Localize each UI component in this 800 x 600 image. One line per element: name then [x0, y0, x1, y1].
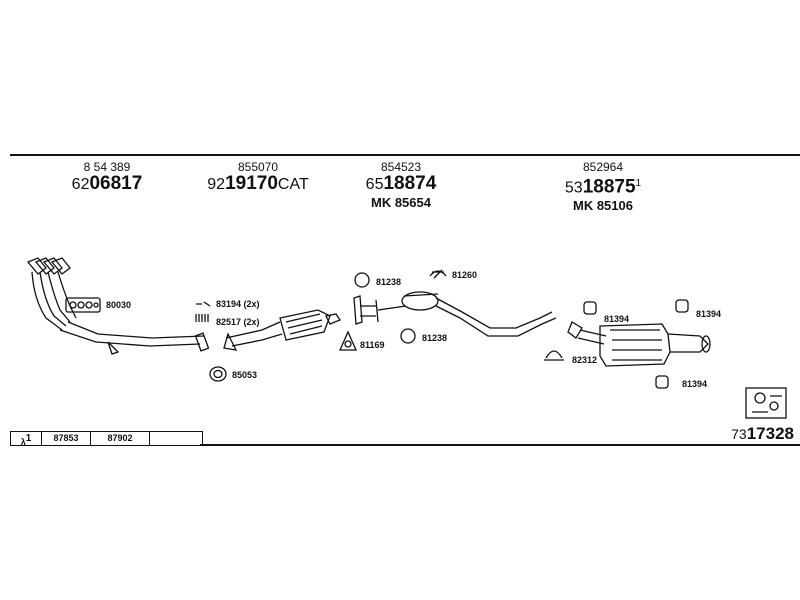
order-number: 53188751 — [564, 176, 642, 198]
column-rear-silencer: 852964 53188751 MK 85106 — [548, 160, 658, 214]
rear-silencer — [567, 321, 711, 367]
order-number: 9219170CAT — [207, 173, 309, 194]
footer-box-empty — [149, 431, 203, 446]
label-81169: 81169 — [360, 340, 385, 350]
part-number: 855070 — [237, 160, 279, 174]
bottom-rule — [200, 444, 800, 446]
seal-ring-85053 — [209, 366, 227, 382]
seal-ring-81238-bottom — [400, 328, 416, 344]
gasket-81169 — [338, 330, 358, 351]
label-85053: 85053 — [232, 370, 258, 380]
mounting-kit-icon — [745, 387, 787, 419]
column-catalyst: 855070 9219170CAT — [198, 160, 318, 195]
footer-box-87902: 87902 — [90, 431, 150, 446]
column-middle-silencer: 854523 6518874 MK 85654 — [346, 160, 456, 211]
clamp-81260 — [429, 269, 447, 279]
footer-box-87853: 87853 — [41, 431, 91, 446]
label-83194: 83194 (2x) — [216, 299, 260, 309]
label-81260: 81260 — [452, 270, 478, 280]
lambda-box: λ1 — [10, 431, 42, 447]
spring-82517 — [195, 314, 209, 322]
rubber-mount-81394-a — [583, 301, 597, 315]
rubber-mount-81394-b — [675, 299, 689, 313]
label-80030: 80030 — [106, 300, 132, 310]
mounting-kit: MK 85106 — [573, 198, 633, 214]
label-82312: 82312 — [572, 355, 598, 365]
label-81238-bottom: 81238 — [422, 333, 448, 343]
order-number: 6206817 — [71, 173, 143, 194]
part-number: 8 54 389 — [83, 160, 131, 174]
label-81238-top: 81238 — [376, 277, 402, 287]
column-manifold: 8 54 389 6206817 — [62, 160, 152, 195]
label-81394-b: 81394 — [696, 309, 722, 319]
diagram-reference-number: 7317328 — [731, 424, 794, 443]
label-81394-c: 81394 — [682, 379, 708, 389]
seal-ring-81238-top — [354, 272, 370, 288]
clamp-82312 — [544, 350, 564, 361]
middle-silencer — [353, 291, 557, 337]
rubber-mount-81394-c — [655, 375, 669, 389]
part-number: 852964 — [582, 160, 624, 174]
order-number: 6518874 — [365, 173, 437, 194]
part-number: 854523 — [380, 160, 422, 174]
catalytic-converter — [223, 309, 341, 351]
manifold-gasket-80030 — [65, 297, 101, 313]
label-82517: 82517 (2x) — [216, 317, 260, 327]
bolt-83194 — [196, 301, 211, 307]
label-81394-a: 81394 — [604, 314, 630, 324]
top-rule — [10, 154, 800, 156]
mounting-kit: MK 85654 — [371, 195, 431, 210]
